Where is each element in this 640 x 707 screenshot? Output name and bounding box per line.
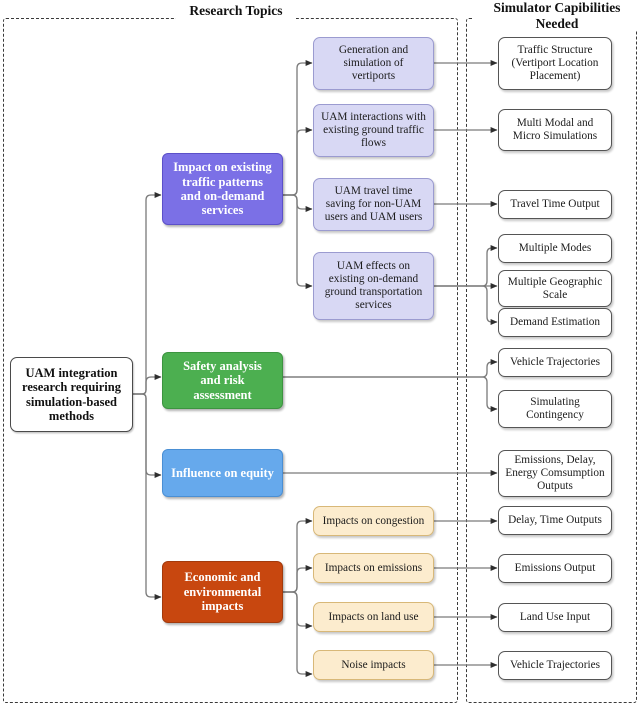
- node-capability-multiple-modes[interactable]: Multiple Modes: [498, 234, 612, 263]
- node-capability-demand-estimation[interactable]: Demand Estimation: [498, 308, 612, 337]
- node-subtopic-travel-time-saving[interactable]: UAM travel time saving for non-UAM users…: [313, 178, 434, 231]
- node-subtopic-vertiport-generation[interactable]: Generation and simulation of vertiports: [313, 37, 434, 90]
- node-capability-delay-time-outputs[interactable]: Delay, Time Outputs: [498, 506, 612, 535]
- region-title-research-topics: Research Topics: [176, 3, 296, 19]
- node-capability-land-use-input[interactable]: Land Use Input: [498, 603, 612, 632]
- node-capability-traffic-structure[interactable]: Traffic Structure (Vertiport Location Pl…: [498, 37, 612, 90]
- node-topic-safety-risk[interactable]: Safety analysis and risk assessment: [162, 352, 283, 409]
- node-subtopic-uam-ground-interactions[interactable]: UAM interactions with existing ground tr…: [313, 104, 434, 157]
- node-subtopic-on-demand-effects[interactable]: UAM effects on existing on-demand ground…: [313, 252, 434, 320]
- node-topic-economic-environmental[interactable]: Economic and environmental impacts: [162, 561, 283, 623]
- node-capability-emissions-output[interactable]: Emissions Output: [498, 554, 612, 583]
- node-capability-vehicle-trajectories-1[interactable]: Vehicle Trajectories: [498, 348, 612, 377]
- node-topic-impact-traffic[interactable]: Impact on existing traffic patterns and …: [162, 153, 283, 225]
- node-topic-equity[interactable]: Influence on equity: [162, 449, 283, 497]
- node-subtopic-impacts-congestion[interactable]: Impacts on congestion: [313, 506, 434, 536]
- node-capability-multiple-geographic-scale[interactable]: Multiple Geographic Scale: [498, 270, 612, 307]
- node-capability-travel-time-output[interactable]: Travel Time Output: [498, 190, 612, 219]
- node-subtopic-impacts-emissions[interactable]: Impacts on emissions: [313, 553, 434, 583]
- node-capability-multimodal-micro[interactable]: Multi Modal and Micro Simulations: [498, 109, 612, 151]
- node-capability-emissions-delay-energy[interactable]: Emissions, Delay, Energy Comsumption Out…: [498, 450, 612, 497]
- node-subtopic-impacts-land-use[interactable]: Impacts on land use: [313, 602, 434, 632]
- node-capability-vehicle-trajectories-2[interactable]: Vehicle Trajectories: [498, 651, 612, 680]
- node-root[interactable]: UAM integration research requiring simul…: [10, 357, 133, 432]
- node-capability-simulating-contingency[interactable]: Simulating Contingency: [498, 390, 612, 428]
- node-subtopic-noise-impacts[interactable]: Noise impacts: [313, 650, 434, 680]
- region-title-simulator-capabilities: Simulator Capibilities Needed: [473, 0, 640, 32]
